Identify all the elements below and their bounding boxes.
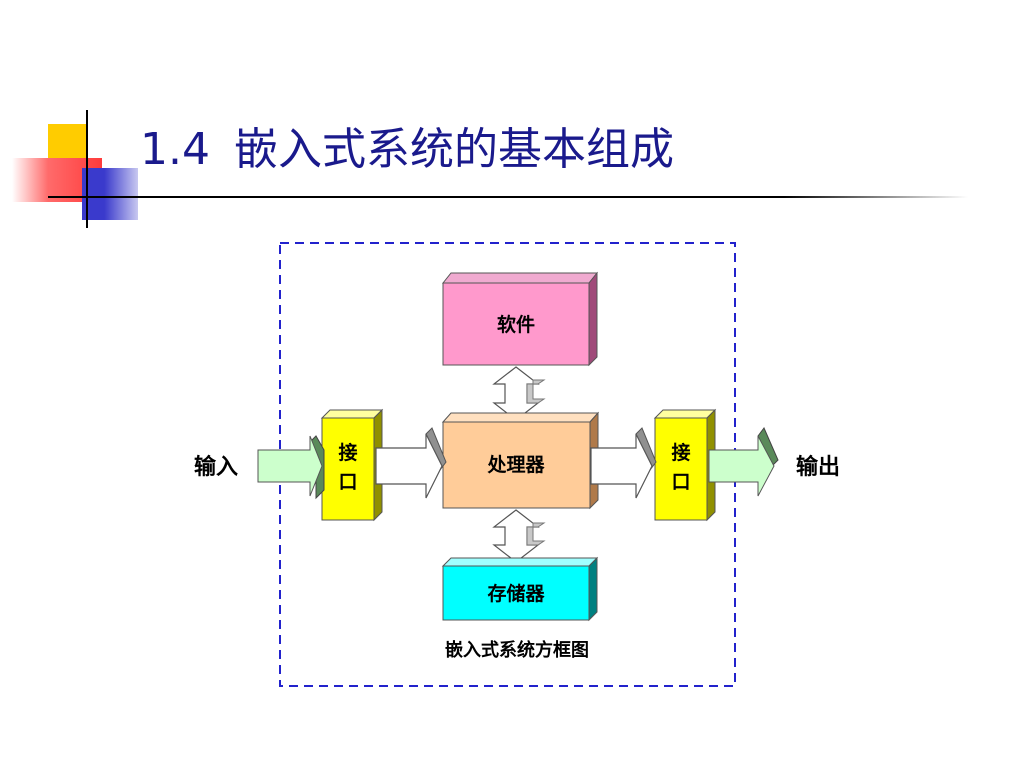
memory-label: 存储器 bbox=[487, 582, 545, 605]
title-underline bbox=[48, 196, 968, 198]
interface-to-processor-arrow bbox=[375, 427, 447, 499]
interface-right-block: 接 口 bbox=[653, 408, 717, 522]
output-arrow bbox=[708, 427, 779, 497]
processor-memory-arrow bbox=[492, 509, 546, 563]
decor-vertical-line bbox=[86, 110, 88, 228]
interface-right-label-1: 接 bbox=[671, 442, 690, 464]
software-block: 软件 bbox=[441, 271, 599, 367]
output-label: 输出 bbox=[796, 454, 840, 480]
slide-title: 1.4 嵌入式系统的基本组成 bbox=[140, 118, 674, 182]
interface-right-label-2: 口 bbox=[671, 471, 690, 493]
decor-blue-square bbox=[82, 168, 138, 220]
input-arrow bbox=[257, 435, 325, 500]
processor-to-interface-arrow bbox=[590, 427, 657, 499]
section-number: 1.4 bbox=[140, 124, 210, 175]
software-label: 软件 bbox=[497, 313, 535, 336]
processor-label: 处理器 bbox=[486, 453, 545, 476]
decor-yellow-square bbox=[48, 124, 88, 164]
software-processor-arrow bbox=[492, 366, 546, 421]
input-label: 输入 bbox=[194, 454, 238, 480]
interface-left-block: 接 口 bbox=[320, 408, 384, 522]
processor-block: 处理器 bbox=[441, 411, 600, 510]
slide-title-text: 嵌入式系统的基本组成 bbox=[233, 124, 674, 175]
interface-left-label-1: 接 bbox=[338, 442, 357, 464]
diagram-caption: 嵌入式系统方框图 bbox=[445, 639, 589, 661]
interface-left-label-2: 口 bbox=[338, 471, 357, 493]
memory-block: 存储器 bbox=[441, 556, 599, 622]
